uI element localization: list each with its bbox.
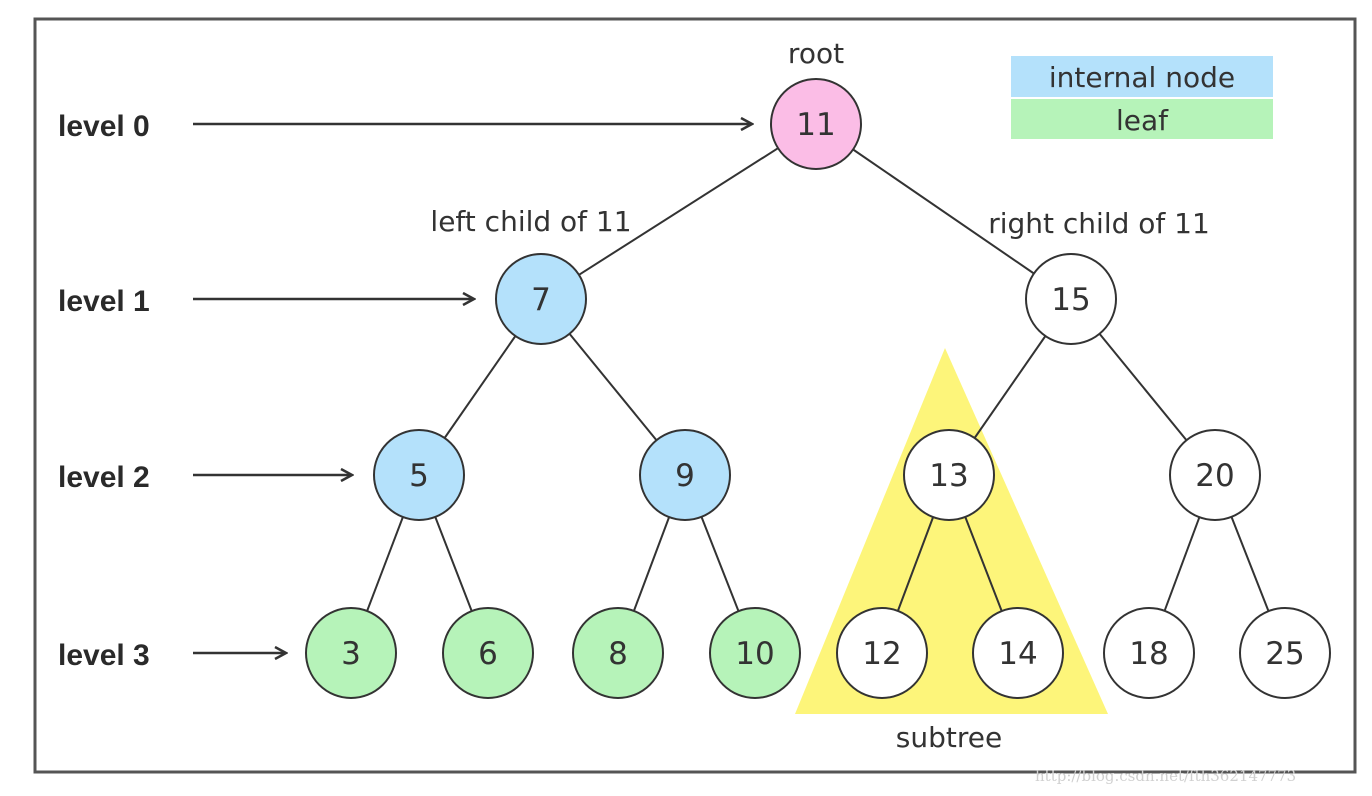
edge-20-25 — [1230, 516, 1270, 612]
level-3-label: level 3 — [58, 639, 150, 672]
node-circle — [373, 429, 465, 521]
level-2-label: level 2 — [58, 461, 150, 494]
tree-node-9: 9 — [639, 429, 731, 521]
node-circle — [770, 78, 862, 170]
tree-node-14: 14 — [972, 607, 1064, 699]
tree-node-7: 7 — [495, 253, 587, 345]
edge-7-5 — [443, 335, 517, 439]
node-circle — [972, 607, 1064, 699]
legend-internal-swatch — [1011, 56, 1273, 97]
node-label: 11 — [796, 107, 835, 143]
node-label: 18 — [1129, 636, 1168, 672]
legend: internal node leaf — [1011, 56, 1273, 139]
right-child-annotation: right child of 11 — [988, 207, 1210, 240]
node-label: 7 — [531, 282, 551, 318]
node-label: 25 — [1265, 636, 1304, 672]
node-circle — [495, 253, 587, 345]
edge-15-13 — [973, 335, 1047, 439]
node-circle — [1025, 253, 1117, 345]
tree-node-3: 3 — [305, 607, 397, 699]
tree-node-13: 13 — [903, 429, 995, 521]
edge-20-18 — [1163, 516, 1201, 612]
left-child-annotation: left child of 11 — [430, 205, 631, 238]
tree-node-25: 25 — [1239, 607, 1331, 699]
node-label: 3 — [341, 636, 361, 672]
legend-leaf-label: leaf — [1116, 104, 1169, 137]
node-label: 15 — [1051, 282, 1090, 318]
node-circle — [903, 429, 995, 521]
tree-node-11: 11 — [770, 78, 862, 170]
tree-node-8: 8 — [572, 607, 664, 699]
node-circle — [1103, 607, 1195, 699]
edge-15-20 — [1098, 333, 1188, 441]
edge-9-10 — [700, 516, 740, 612]
tree-node-6: 6 — [442, 607, 534, 699]
node-label: 14 — [998, 636, 1037, 672]
tree-node-10: 10 — [709, 607, 801, 699]
edge-9-8 — [632, 516, 671, 612]
watermark: http://blog.csdn.net/fth362147773 — [1035, 767, 1296, 785]
edge-11-7 — [578, 147, 779, 276]
edge-13-12 — [896, 516, 935, 612]
node-circle — [836, 607, 928, 699]
edge-13-14 — [964, 516, 1003, 612]
node-label: 12 — [862, 636, 901, 672]
legend-leaf-swatch — [1011, 99, 1273, 139]
edge-5-3 — [366, 516, 404, 612]
node-label: 9 — [675, 458, 695, 494]
tree-node-5: 5 — [373, 429, 465, 521]
node-label: 20 — [1195, 458, 1234, 494]
tree-node-15: 15 — [1025, 253, 1117, 345]
node-circle — [1169, 429, 1261, 521]
edge-7-9 — [568, 333, 658, 441]
node-label: 5 — [409, 458, 429, 494]
node-label: 6 — [478, 636, 498, 672]
level-1-label: level 1 — [58, 285, 150, 318]
tree-node-20: 20 — [1169, 429, 1261, 521]
node-label: 10 — [735, 636, 774, 672]
node-circle — [305, 607, 397, 699]
node-circle — [709, 607, 801, 699]
node-circle — [442, 607, 534, 699]
edges-layer — [366, 147, 1270, 612]
node-label: 13 — [929, 458, 968, 494]
edge-11-15 — [852, 148, 1035, 275]
level-0-label: level 0 — [58, 110, 150, 143]
node-circle — [1239, 607, 1331, 699]
node-label: 8 — [608, 636, 628, 672]
edge-5-6 — [434, 516, 473, 612]
tree-node-12: 12 — [836, 607, 928, 699]
subtree-annotation: subtree — [896, 721, 1002, 754]
node-circle — [639, 429, 731, 521]
nodes-layer: 11 7 15 5 9 13 20 3 6 8 10 12 14 18 25 — [305, 78, 1331, 699]
legend-internal-label: internal node — [1049, 61, 1235, 94]
root-annotation: root — [788, 37, 844, 70]
node-circle — [572, 607, 664, 699]
tree-node-18: 18 — [1103, 607, 1195, 699]
